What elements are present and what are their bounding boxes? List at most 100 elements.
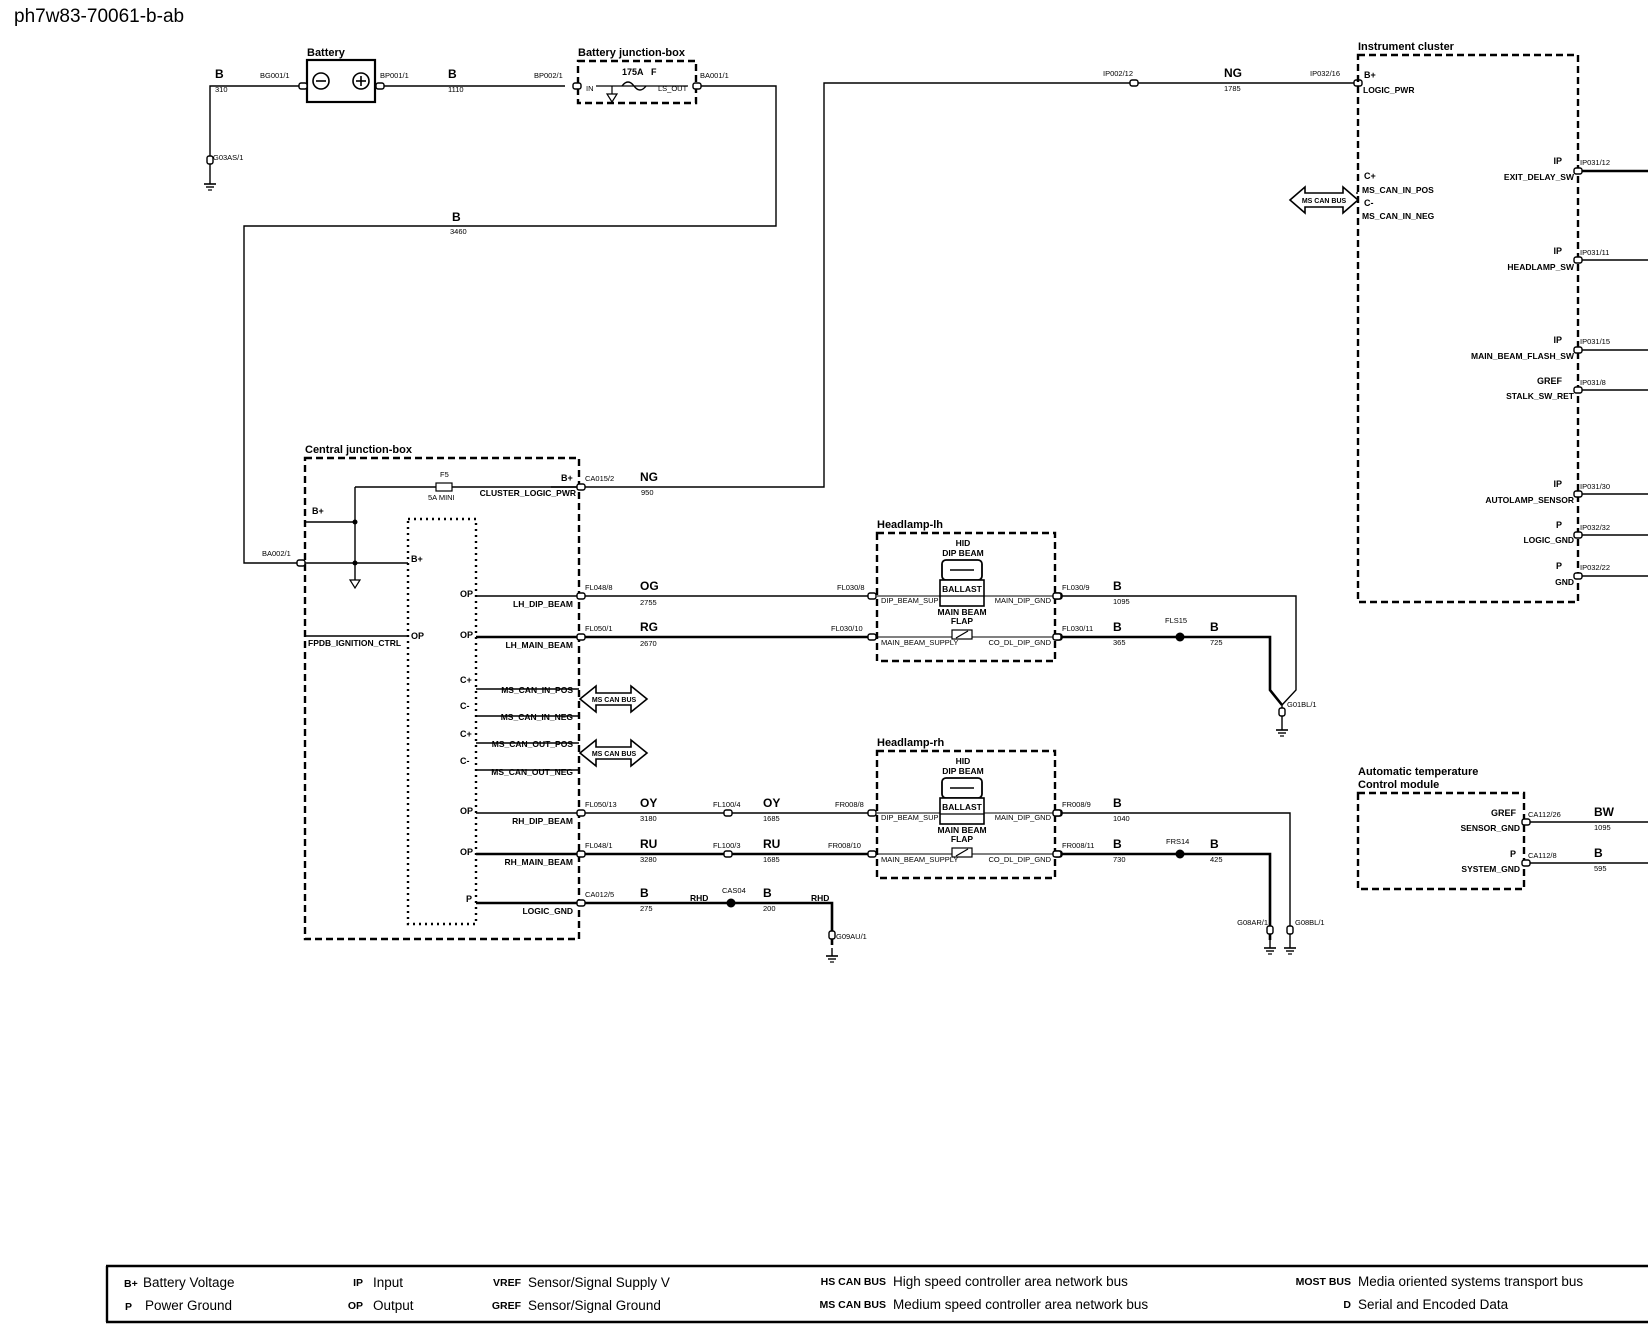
- cluster-title: Instrument cluster: [1358, 41, 1455, 53]
- connector-id: BA002/1: [262, 549, 291, 558]
- svg-text:C+: C+: [460, 675, 472, 685]
- svg-text:RG: RG: [640, 620, 658, 634]
- svg-text:FL030/9: FL030/9: [1062, 583, 1090, 592]
- svg-text:CA112/26: CA112/26: [1528, 810, 1561, 819]
- svg-text:DIP BEAM: DIP BEAM: [942, 766, 983, 776]
- pin-type: B+: [411, 554, 423, 564]
- wire-color: B: [448, 67, 457, 81]
- svg-text:C-: C-: [460, 756, 470, 766]
- svg-text:OP: OP: [460, 806, 473, 816]
- svg-text:B: B: [1113, 837, 1122, 851]
- can-bus-arrow: [578, 684, 649, 714]
- cluster-pin: GREF IP031/8 STALK_SW_RET: [1506, 376, 1648, 401]
- svg-text:B: B: [1113, 796, 1122, 810]
- splice-point: [1175, 849, 1185, 859]
- pin-label: CLUSTER_LOGIC_PWR: [480, 488, 576, 498]
- svg-text:B: B: [1594, 846, 1603, 860]
- pin-label: MS_CAN_IN_POS: [1362, 185, 1434, 195]
- headlamp-rh-title: Headlamp-rh: [877, 737, 945, 749]
- wire-number: 1110: [448, 85, 464, 94]
- svg-text:AUTOLAMP_SENSOR: AUTOLAMP_SENSOR: [1485, 495, 1574, 505]
- svg-text:Output: Output: [373, 1298, 414, 1313]
- svg-text:B: B: [640, 886, 649, 900]
- svg-text:CO_DL_DIP_GND: CO_DL_DIP_GND: [988, 638, 1051, 647]
- svg-text:DIP_BEAM_SUP: DIP_BEAM_SUP: [881, 596, 939, 605]
- svg-text:FL100/3: FL100/3: [713, 841, 741, 850]
- svg-text:200: 200: [763, 904, 776, 913]
- fuse-rating: 5A MINI: [428, 493, 455, 502]
- svg-text:B: B: [1113, 620, 1122, 634]
- fuse-rating: 175A: [622, 67, 644, 77]
- cjb-pin: OP LH_MAIN_BEAM: [460, 630, 579, 650]
- svg-text:FL048/1: FL048/1: [585, 841, 613, 850]
- fuse-symbol: [435, 482, 453, 492]
- svg-text:CA112/8: CA112/8: [1528, 851, 1557, 860]
- atc-title-1: Automatic temperature: [1358, 766, 1478, 778]
- svg-text:425: 425: [1210, 855, 1223, 864]
- svg-text:HEADLAMP_SW: HEADLAMP_SW: [1507, 262, 1575, 272]
- headlamp-lh-title: Headlamp-lh: [877, 519, 943, 531]
- svg-text:CO_DL_DIP_GND: CO_DL_DIP_GND: [988, 855, 1051, 864]
- svg-text:DIP BEAM: DIP BEAM: [942, 548, 983, 558]
- svg-text:2755: 2755: [640, 598, 657, 607]
- svg-text:SYSTEM_GND: SYSTEM_GND: [1461, 864, 1520, 874]
- ballast-box: [939, 797, 985, 825]
- svg-text:RU: RU: [640, 837, 657, 851]
- rh-wiring: FL050/13 OY 3180 FL100/4 OY 1685 FR008/8…: [576, 796, 1325, 955]
- svg-text:LH_MAIN_BEAM: LH_MAIN_BEAM: [505, 640, 573, 650]
- svg-text:2670: 2670: [640, 639, 657, 648]
- pin-label: FPDB_IGNITION_CTRL: [308, 638, 401, 648]
- svg-text:OP: OP: [348, 1300, 363, 1312]
- svg-text:OG: OG: [640, 579, 659, 593]
- svg-text:MS_CAN_OUT_NEG: MS_CAN_OUT_NEG: [491, 767, 573, 777]
- svg-text:GND: GND: [1555, 577, 1574, 587]
- svg-text:FLAP: FLAP: [951, 834, 974, 844]
- splice-point: [1175, 632, 1185, 642]
- legend-item: HS CAN BUS High speed controller area ne…: [821, 1274, 1128, 1289]
- svg-text:HID: HID: [956, 756, 971, 766]
- svg-text:FR008/8: FR008/8: [835, 800, 864, 809]
- svg-text:MS CAN BUS: MS CAN BUS: [819, 1299, 886, 1311]
- svg-text:IP: IP: [1553, 335, 1562, 345]
- cjb-pin: C- MS_CAN_IN_NEG: [460, 701, 579, 722]
- svg-text:RHD: RHD: [690, 893, 708, 903]
- svg-text:BW: BW: [1594, 805, 1615, 819]
- svg-text:FL030/8: FL030/8: [837, 583, 865, 592]
- atc-module: Automatic temperature Control module GRE…: [1356, 766, 1648, 891]
- svg-text:GREF: GREF: [492, 1300, 522, 1312]
- svg-text:G01BL/1: G01BL/1: [1287, 700, 1317, 709]
- svg-text:G09AU/1: G09AU/1: [836, 932, 867, 941]
- svg-text:RHD: RHD: [811, 893, 829, 903]
- headlamp-rh: Headlamp-rh HID DIP BEAM BALLAST MAIN BE…: [875, 737, 1062, 880]
- cluster-pin: IP IP031/30 AUTOLAMP_SENSOR: [1485, 479, 1648, 505]
- connector-id: BP002/1: [534, 71, 563, 80]
- svg-text:IP: IP: [1553, 156, 1562, 166]
- svg-text:GREF: GREF: [1537, 376, 1563, 386]
- can-bus-label: MS CAN BUS: [592, 751, 637, 758]
- svg-text:P: P: [1556, 561, 1562, 571]
- atc-title-2: Control module: [1358, 779, 1439, 791]
- svg-text:595: 595: [1594, 864, 1607, 873]
- svg-text:Media oriented systems transpo: Media oriented systems transport bus: [1358, 1274, 1583, 1289]
- logic-ground-wiring: CA012/5 B 275 RHD CAS04 B 200 RHD G09AU/…: [576, 886, 867, 963]
- svg-text:OP: OP: [460, 589, 473, 599]
- pin-type: B+: [312, 506, 324, 516]
- can-bus-arrow: [578, 738, 649, 768]
- battery-neg-terminal: [312, 72, 330, 90]
- svg-text:1685: 1685: [763, 855, 780, 864]
- legend-item: B+ Battery Voltage: [124, 1275, 235, 1290]
- svg-text:P: P: [1510, 849, 1516, 859]
- legend: B+ Battery Voltage P Power Ground IP Inp…: [105, 1264, 1648, 1324]
- svg-text:BALLAST: BALLAST: [942, 584, 982, 594]
- cjb-inner-module: [406, 517, 478, 926]
- svg-text:MAIN_BEAM_SUPPLY: MAIN_BEAM_SUPPLY: [881, 855, 958, 864]
- svg-text:LH_DIP_BEAM: LH_DIP_BEAM: [513, 599, 573, 609]
- cluster-pin: P IP032/22 GND: [1555, 561, 1648, 587]
- svg-text:EXIT_DELAY_SW: EXIT_DELAY_SW: [1504, 172, 1575, 182]
- diagram-id: ph7w83-70061-b-ab: [14, 6, 185, 27]
- svg-text:LOGIC_GND: LOGIC_GND: [1523, 535, 1574, 545]
- legend-item: VREF Sensor/Signal Supply V: [493, 1275, 670, 1290]
- pin-type: B+: [1364, 70, 1376, 80]
- pin-label: MS_CAN_IN_NEG: [1362, 211, 1435, 221]
- pin-label: LS_OUT: [658, 84, 688, 93]
